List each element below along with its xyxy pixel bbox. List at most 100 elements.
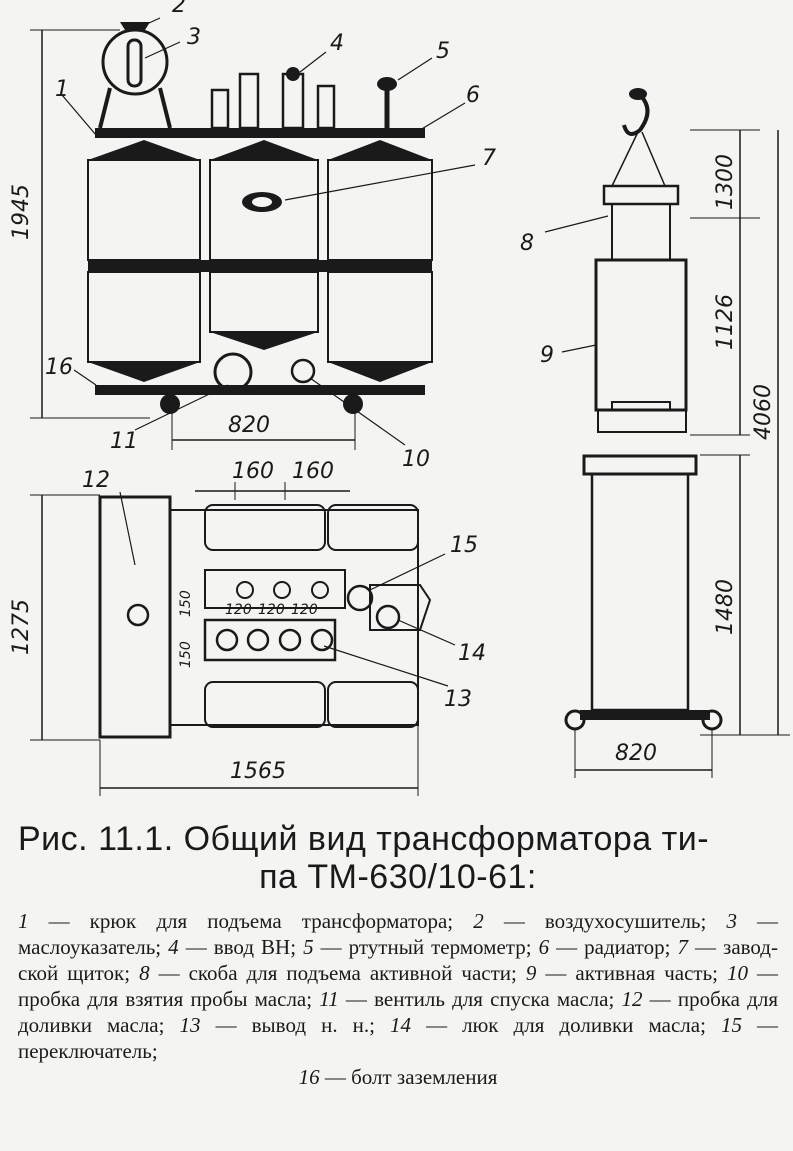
radiators — [87, 140, 433, 382]
caption-title-line-1: Рис. 11.1. Общий вид трансформатора ти- — [18, 820, 710, 858]
legend-number: 15 — [720, 1013, 742, 1037]
legend-number: 11 — [319, 987, 339, 1011]
legend-number: 14 — [390, 1013, 412, 1037]
legend-text: — скоба для подъема активной ча­сти; — [149, 961, 526, 985]
legend-item: 12 — пробка для доливки масла; — [18, 987, 778, 1037]
callout-10: 10 — [402, 447, 430, 472]
fill-hatch — [375, 604, 401, 630]
caption-legend: 1 — крюк для подъема трансформатора; 2 —… — [18, 908, 778, 1090]
legend-number: 2 — [473, 909, 484, 933]
dim-plan-h2: 120 — [258, 602, 285, 618]
caption-title-line-2: па ТМ-630/10-61: — [259, 858, 537, 896]
callout-16: 16 — [45, 355, 73, 380]
legend-text: — болт заземления — [319, 1065, 498, 1089]
legend-text: — вентиль для спуска масла; — [338, 987, 622, 1011]
dim-height-total: 1945 — [9, 184, 34, 240]
tank-side — [590, 472, 690, 712]
legend-item: 13 — вывод н. н.; — [180, 1013, 390, 1037]
active-part — [594, 258, 688, 412]
dim-plan-depth: 1275 — [9, 599, 34, 655]
legend-item: 16 — болт заземления — [18, 1064, 778, 1090]
fill-plug — [126, 603, 150, 627]
legend-text: — вывод н. н.; — [200, 1013, 391, 1037]
legend-item: 1 — крюк для подъема трансформатора; — [18, 909, 473, 933]
dim-plan-h3: 120 — [291, 602, 318, 618]
legend-item: 9 — активная часть; — [526, 961, 727, 985]
callout-3: 3 — [187, 25, 201, 50]
callout-1: 1 — [55, 77, 69, 102]
thermometer — [377, 77, 397, 91]
legend-number: 12 — [621, 987, 643, 1011]
callout-13: 13 — [444, 687, 472, 712]
dim-lift-2: 1126 — [713, 294, 738, 350]
legend-text: — маслоуказатель; — [18, 909, 779, 959]
callout-15: 15 — [450, 533, 478, 558]
legend-text: — пробка для доливки масла; — [18, 987, 779, 1037]
dim-plan-h1: 120 — [225, 602, 252, 618]
legend-item: 8 — скоба для подъема активной ча­сти; — [139, 961, 526, 985]
legend-item: 5 — ртутный термометр; — [303, 935, 538, 959]
transformer-drawing: 1945 820 160 — [9, 0, 790, 796]
callout-4: 4 — [330, 31, 344, 56]
callout-6: 6 — [466, 83, 480, 108]
legend-text: — ввод ВН; — [178, 935, 304, 959]
hv-terminals-plan — [236, 581, 329, 599]
dim-tank-width: 820 — [615, 741, 657, 766]
callout-12: 12 — [82, 468, 110, 493]
callout-9: 9 — [540, 343, 554, 368]
front-view: 1945 820 — [9, 22, 433, 450]
legend-item: 11 — вентиль для спуска масла; — [319, 987, 621, 1011]
dim-lift-1: 1300 — [713, 154, 738, 210]
legend-number: 1 — [18, 909, 29, 933]
callouts: 1 2 3 4 5 6 7 8 9 10 11 12 13 14 15 16 — [45, 0, 609, 712]
legend-text: — ртутный термометр; — [313, 935, 539, 959]
callout-11: 11 — [110, 429, 138, 454]
legend-item: 15 — переключатель; — [18, 1013, 778, 1063]
lift-view: 1300 1126 4060 1480 820 — [564, 88, 790, 778]
callout-5: 5 — [436, 39, 450, 64]
legend-item: 10 — пробка для взятия пробы масла; — [18, 961, 778, 1011]
legend-item: 7 — завод­ской щиток; — [18, 935, 778, 985]
legend-item: 2 — воз­духосушитель; — [473, 909, 726, 933]
figure-caption: Рис. 11.1. Общий вид трансформатора ти- … — [18, 820, 778, 1090]
callout-14: 14 — [458, 641, 486, 666]
dim-lift-total: 4060 — [751, 384, 776, 440]
legend-text: — радиатор; — [549, 935, 678, 959]
hook — [622, 93, 650, 136]
drain-valve — [213, 352, 253, 392]
legend-number: 9 — [525, 961, 537, 985]
legend-text: — переключатель; — [18, 1013, 779, 1063]
lv-terminals — [215, 628, 334, 652]
plan-view: 160 160 1275 150 150 120 120 120 1565 — [9, 459, 432, 796]
legend-number: 8 — [139, 961, 150, 985]
hv-bushings — [210, 67, 336, 130]
legend-text: — воз­духосушитель; — [483, 909, 727, 933]
dim-tank-height: 1480 — [713, 579, 738, 635]
tap-changer — [346, 584, 374, 612]
legend-number: 13 — [179, 1013, 201, 1037]
dim-terminal-spacing-1: 160 — [232, 459, 274, 484]
callout-2: 2 — [172, 0, 186, 18]
dim-plan-v1: 150 — [178, 590, 194, 617]
legend-number: 16 — [298, 1065, 320, 1089]
dim-terminal-spacing-2: 160 — [292, 459, 334, 484]
legend-number: 6 — [538, 935, 550, 959]
legend-text: — крюк для подъема трансформатора; — [28, 909, 474, 933]
legend-item: 4 — ввод ВН; — [168, 935, 303, 959]
dim-plan-v2: 150 — [178, 641, 194, 668]
legend-number: 10 — [727, 961, 748, 985]
legend-text: — люк для доливки масла; — [411, 1013, 721, 1037]
dim-wheel-base: 820 — [228, 413, 270, 438]
legend-text: — пробка для взятия пробы масла; — [18, 961, 779, 1011]
legend-item: 14 — люк для доливки масла; — [390, 1013, 721, 1037]
legend-item: 6 — радиатор; — [539, 935, 678, 959]
legend-text: — завод­ской щиток; — [18, 935, 778, 985]
legend-number: 7 — [677, 935, 688, 959]
tank-cover — [95, 128, 425, 138]
legend-text: — активная часть; — [536, 961, 727, 985]
callout-7: 7 — [482, 146, 496, 171]
dim-plan-length: 1565 — [230, 759, 286, 784]
callout-8: 8 — [520, 231, 534, 256]
sample-plug — [290, 358, 316, 384]
